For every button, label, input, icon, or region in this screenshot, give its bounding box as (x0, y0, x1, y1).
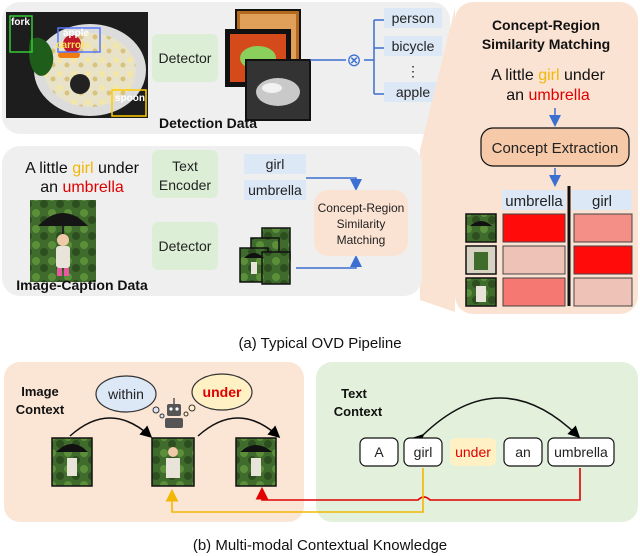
token-girl: girl (266, 156, 285, 172)
heat-cell-girl-1 (573, 213, 633, 243)
text-encoder-label-1: Text (172, 158, 198, 174)
caption-b: (b) Multi-modal Contextual Knowledge (193, 537, 447, 554)
col-header-umbrella: umbrella (505, 193, 563, 210)
heat-cell-girl-2 (573, 245, 633, 275)
heat-cell-umbrella-3 (502, 277, 566, 307)
class-box-bicycle (384, 36, 442, 56)
girl-crops (239, 227, 291, 285)
concept-extraction-label: Concept Extraction (492, 140, 619, 157)
detector-label-detection: Detector (159, 50, 212, 66)
token-box-girl (244, 154, 306, 174)
text-context-label-2: Context (334, 404, 383, 419)
match-symbol: ⊗ (346, 50, 361, 70)
matching-label-3: Matching (337, 233, 386, 247)
detector-box-ic (152, 222, 218, 270)
zoom-connector (420, 8, 455, 312)
heat-cell-umbrella-2 (502, 245, 566, 275)
text-token-under: under (455, 444, 491, 460)
class-box-person (384, 8, 442, 28)
col-header-box-girl (572, 190, 632, 210)
token-umbrella: umbrella (248, 182, 302, 198)
text-token-an: an (515, 444, 531, 460)
class-box-apple (384, 82, 442, 102)
col-header-girl: girl (592, 193, 612, 210)
girl-photo (30, 200, 96, 282)
text-context-label-1: Text (341, 386, 367, 401)
umbrella-alignment-arrow (255, 468, 581, 501)
matching-box (314, 190, 408, 256)
class-bracket (364, 19, 384, 95)
row-thumbnails (465, 213, 497, 307)
detector-box-detection (152, 34, 218, 82)
similarity-heatmap (502, 213, 633, 307)
zoom-title-2: Similarity Matching (482, 36, 610, 52)
text-token-umbrella: umbrella (554, 444, 608, 460)
detection-data-label: Detection Data (159, 115, 257, 131)
class-bicycle: bicycle (392, 38, 435, 54)
concept-extraction-box (480, 127, 630, 167)
ic-caption-line2: an umbrella (40, 179, 124, 196)
robot-icon (165, 398, 183, 428)
image-context-label-1: Image (21, 384, 59, 399)
token-box-umbrella-ctx (547, 437, 615, 467)
token-box-an (503, 437, 543, 467)
heat-cell-umbrella-1 (502, 213, 566, 243)
ic-caption-line1: A little girl under (25, 160, 140, 177)
thought-bubble-under (183, 373, 253, 417)
thought-bubble-within (95, 375, 165, 419)
detector-label-ic: Detector (159, 238, 212, 254)
text-encoder-label-2: Encoder (159, 177, 211, 193)
class-apple: apple (396, 84, 430, 100)
context-crop-2 (151, 437, 195, 487)
bubble-under: under (203, 384, 242, 400)
image-context-label-2: Context (16, 402, 65, 417)
context-crop-3 (235, 437, 277, 487)
token-box-a (359, 437, 399, 467)
tag-carrot: carrot (56, 40, 85, 51)
image-caption-panel (2, 146, 422, 296)
crops-to-matching-arrow (296, 255, 362, 269)
text-context-arc (411, 397, 581, 447)
tag-spoon: spoon (115, 93, 145, 104)
heat-cell-girl-3 (573, 277, 633, 307)
token-box-umbrella (244, 180, 306, 200)
girl-alignment-arrow (165, 468, 424, 513)
token-box-under (450, 438, 496, 466)
context-arc-left (69, 417, 153, 439)
zoom-title-1: Concept-Region (492, 17, 600, 33)
zoom-caption-line2: an umbrella (506, 87, 590, 104)
text-token-girl: girl (414, 444, 433, 460)
matching-label-2: Similarity (337, 217, 386, 231)
region-crops (225, 9, 311, 121)
matching-label-1: Concept-Region (318, 201, 405, 215)
bubble-within: within (107, 386, 144, 402)
tag-apple: apple (63, 28, 90, 39)
col-header-box-umbrella (502, 190, 566, 210)
zoom-caption-line1: A little girl under (491, 67, 606, 84)
caption-a: (a) Typical OVD Pipeline (238, 335, 401, 352)
token-box-girl-ctx (403, 437, 443, 467)
class-ellipsis: ⋮ (406, 63, 420, 79)
text-encoder-box (152, 150, 218, 198)
context-arc-right (197, 417, 281, 439)
text-token-a: A (374, 444, 384, 460)
image-caption-data-label: Image-Caption Data (16, 277, 148, 293)
tokens-to-matching-arrow (306, 177, 362, 191)
context-crop-1 (51, 437, 93, 487)
tag-fork: fork (11, 17, 30, 28)
class-person: person (392, 10, 435, 26)
food-photo (6, 12, 148, 118)
